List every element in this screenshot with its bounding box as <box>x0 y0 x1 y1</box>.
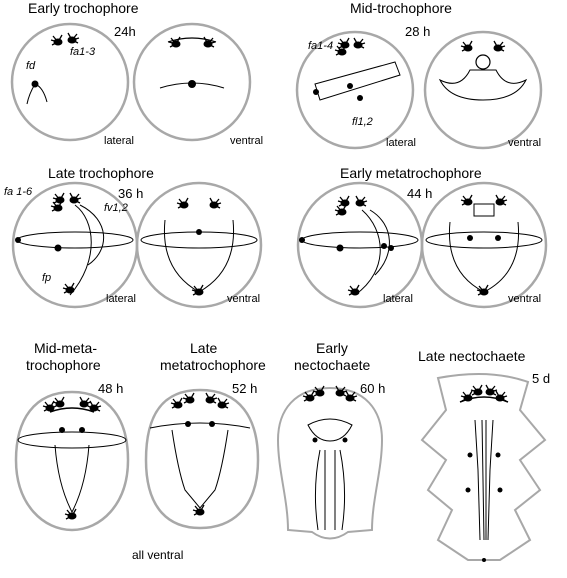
label-fa1-6: fa 1-6 <box>4 186 33 198</box>
mid-trochophore-ventral-label: ventral <box>508 137 542 149</box>
mid-trochophore-title: Mid-trochophore <box>350 0 452 16</box>
mid-metatrochophore-time: 48 h <box>98 381 124 396</box>
late-metatrochophore-title-line1: Late <box>190 340 218 356</box>
late-metatrochophore-title-line2: metatrochophore <box>160 357 266 373</box>
late-nectochaete-ventral <box>420 372 547 562</box>
late-trochophore-time: 36 h <box>118 186 144 201</box>
early-nectochaete-time: 60 h <box>360 381 386 396</box>
early-metatrochophore-lateral <box>296 181 424 309</box>
late-trochophore-ventral-label: ventral <box>227 293 261 305</box>
mid-trochophore-time: 28 h <box>405 24 431 39</box>
early-trochophore-lateral-label: lateral <box>104 135 134 147</box>
early-trochophore-lateral <box>10 22 130 142</box>
late-nectochaete-title: Late nectochaete <box>418 348 526 364</box>
label-fa1-3: fa1-3 <box>70 46 96 58</box>
mid-trochophore-lateral-label: lateral <box>386 137 416 149</box>
early-metatrochophore-lateral-label: lateral <box>383 293 413 305</box>
early-trochophore-ventral-label: ventral <box>230 135 264 147</box>
footer-all-ventral: all ventral <box>132 548 184 562</box>
early-metatrochophore-ventral-label: ventral <box>508 293 542 305</box>
early-nectochaete-title-line2: nectochaete <box>294 357 371 373</box>
late-trochophore-title: Late trochophore <box>48 165 154 181</box>
label-fd: fd <box>26 60 36 72</box>
label-fl1-2: fl1,2 <box>352 116 373 128</box>
early-nectochaete-ventral <box>276 385 384 540</box>
late-trochophore-lateral-label: lateral <box>106 293 136 305</box>
early-metatrochophore-title: Early metatrochophore <box>340 165 482 181</box>
mid-metatrochophore-ventral <box>14 390 130 532</box>
early-trochophore-time: 24h <box>114 24 136 39</box>
mid-metatrochophore-title-line1: Mid-meta- <box>34 340 98 356</box>
early-metatrochophore-ventral <box>420 181 548 309</box>
late-metatrochophore-time: 52 h <box>232 381 258 396</box>
label-fa1-4: fa1-4 <box>308 40 334 52</box>
label-fv1-2: fv1,2 <box>104 202 128 214</box>
mid-trochophore-lateral <box>295 30 415 150</box>
mid-trochophore-ventral <box>423 30 543 150</box>
late-metatrochophore-ventral <box>144 388 260 530</box>
early-trochophore-title: Early trochophore <box>28 0 139 16</box>
label-fp: fp <box>42 272 52 284</box>
early-metatrochophore-time: 44 h <box>407 186 433 201</box>
early-nectochaete-title-line1: Early <box>316 340 348 356</box>
late-trochophore-ventral <box>135 181 263 309</box>
mid-metatrochophore-title-line2: trochophore <box>26 357 101 373</box>
early-trochophore-ventral <box>132 22 252 142</box>
late-nectochaete-time: 5 d <box>532 371 551 386</box>
